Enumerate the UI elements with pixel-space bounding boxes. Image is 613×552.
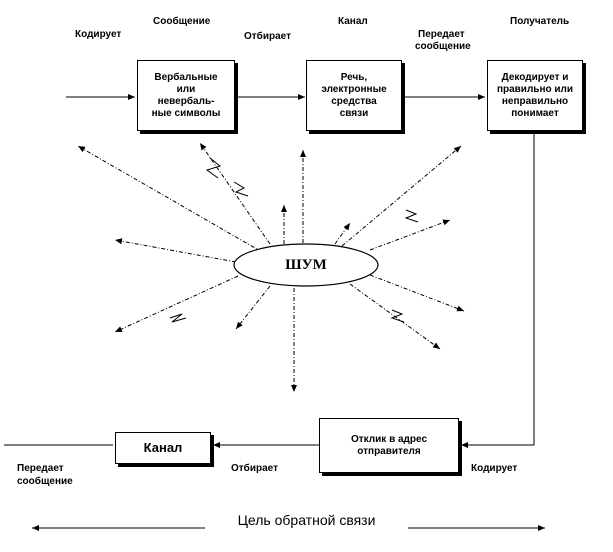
label-message-top: Сообщение <box>153 16 211 27</box>
label-encodes-bottom: Кодирует <box>471 463 518 474</box>
label-transmits-bottom-1: Передает <box>17 463 64 474</box>
label-encodes-top: Кодирует <box>75 29 122 40</box>
label-selects-top: Отбирает <box>244 31 291 42</box>
label-transmits-bottom-2: сообщение <box>17 476 73 487</box>
box-decodes-text: Декодирует и правильно или неправильно п… <box>496 71 574 119</box>
box-symbols-text: Вербальные или невербаль- ные символы <box>151 71 221 119</box>
box-decodes: Декодирует и правильно или неправильно п… <box>487 60 583 131</box>
box-response: Отклик в адрес отправителя <box>319 418 459 473</box>
label-channel-top: Канал <box>338 16 368 27</box>
box-speech-channel: Речь, электронные средства связи <box>306 60 402 131</box>
box-response-text: Отклик в адрес отправителя <box>350 433 428 457</box>
box-speech-text: Речь, электронные средства связи <box>321 71 387 119</box>
interference-zigzags <box>169 157 419 323</box>
label-transmits-top-1: Передает <box>418 29 465 40</box>
label-receiver-top: Получатель <box>510 16 570 27</box>
box-symbols: Вербальные или невербаль- ные символы <box>137 60 235 131</box>
label-selects-bottom: Отбирает <box>231 463 278 474</box>
feedback-loop-title: Цель обратной связи <box>237 512 376 528</box>
receiver-to-response-line <box>461 132 535 448</box>
noise-ellipse <box>233 243 379 287</box>
label-transmits-top-2: сообщение <box>415 41 471 52</box>
box-channel-bottom-text: Канал <box>143 440 183 455</box>
box-channel-bottom: Канал <box>115 432 211 464</box>
noise-label: ШУМ <box>285 256 327 273</box>
